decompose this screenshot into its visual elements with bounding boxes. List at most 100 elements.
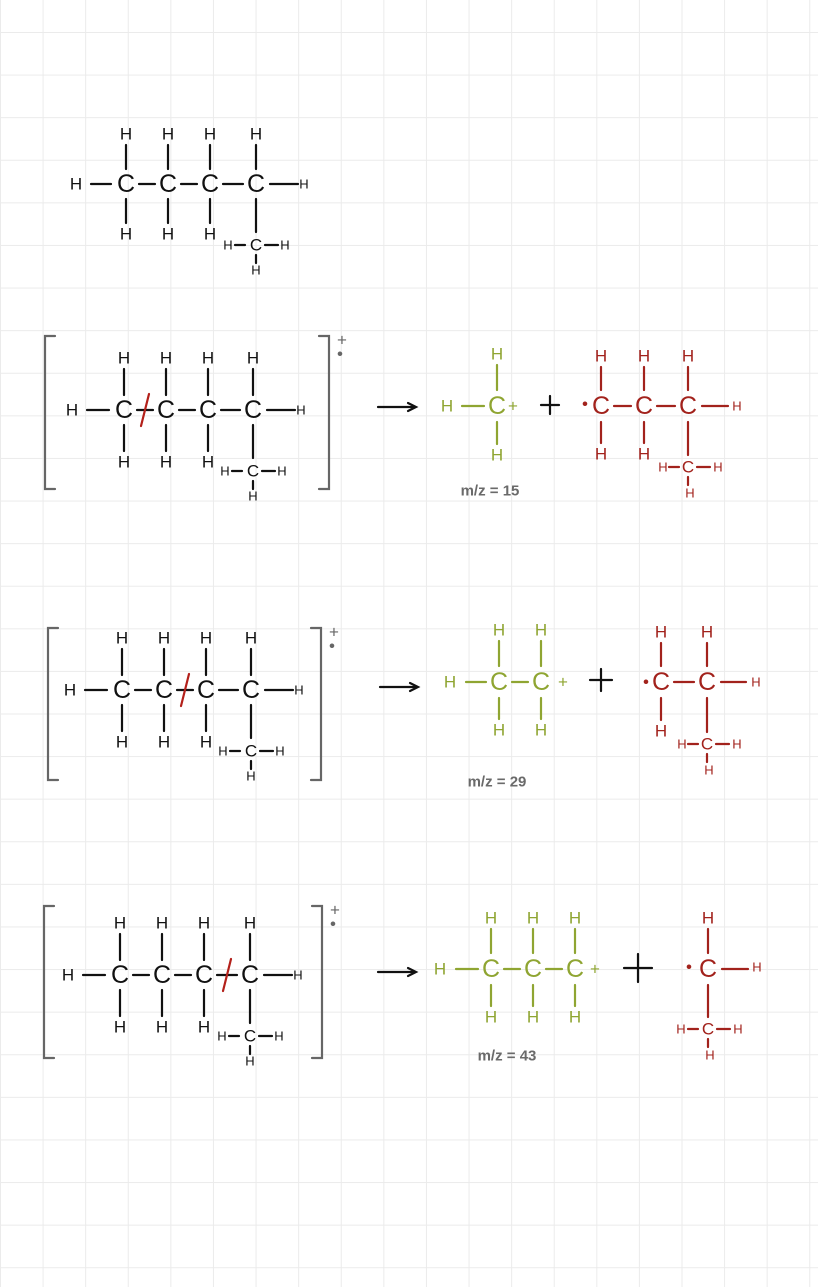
hydrogen-atom: H [299, 177, 308, 192]
hydrogen-atom: H [198, 914, 210, 933]
hydrogen-atom: H [251, 263, 260, 278]
carbon-atom: C [699, 955, 717, 983]
hydrogen-atom: H [527, 909, 539, 928]
arrow-head [408, 681, 421, 693]
carbon-atom: C [244, 396, 262, 424]
hydrogen-atom: H [702, 909, 714, 928]
carbon-atom: C [117, 170, 135, 198]
reaction-arrow [376, 401, 419, 413]
cation-charge: + [558, 673, 568, 692]
hydrogen-atom: H [685, 486, 694, 501]
hydrogen-atom: H [733, 1022, 742, 1037]
hydrogen-atom: H [120, 225, 132, 244]
hydrogen-atom: H [732, 399, 741, 414]
hydrogen-atom: H [296, 403, 305, 418]
radical-cation-dot: • [337, 345, 343, 364]
cleavage-mark [221, 957, 233, 993]
hydrogen-atom: H [245, 1054, 254, 1069]
hydrogen-atom: H [62, 966, 74, 985]
carbon-atom: C [682, 458, 694, 477]
plus-sign-3 [622, 952, 654, 984]
hydrogen-atom: H [676, 1022, 685, 1037]
left-bracket [43, 334, 57, 491]
hydrogen-atom: H [752, 960, 761, 975]
hydrogen-atom: H [118, 349, 130, 368]
carbon-atom: C [701, 735, 713, 754]
carbon-atom: C [635, 392, 653, 420]
arrow-head [406, 966, 419, 978]
mz-label-2: m/z = 29 [468, 774, 527, 791]
hydrogen-atom: H [116, 629, 128, 648]
hydrogen-atom: H [200, 629, 212, 648]
hydrogen-atom: H [204, 125, 216, 144]
hydrogen-atom: H [223, 238, 232, 253]
carbon-atom: C [652, 668, 670, 696]
hydrogen-atom: H [248, 489, 257, 504]
carbon-atom: C [488, 392, 506, 420]
hydrogen-atom: H [485, 909, 497, 928]
right-bracket [310, 904, 324, 1060]
hydrogen-atom: H [204, 225, 216, 244]
hydrogen-atom: H [595, 445, 607, 464]
carbon-atom: C [197, 676, 215, 704]
hydrogen-atom: H [158, 733, 170, 752]
hydrogen-atom: H [66, 401, 78, 420]
hydrogen-atom: H [200, 733, 212, 752]
cleavage-mark [139, 392, 151, 428]
hydrogen-atom: H [444, 673, 456, 692]
hydrogen-atom: H [569, 909, 581, 928]
hydrogen-atom: H [245, 629, 257, 648]
hydrogen-atom: H [250, 125, 262, 144]
hydrogen-atom: H [247, 349, 259, 368]
carbon-atom: C [159, 170, 177, 198]
hydrogen-atom: H [277, 464, 286, 479]
carbon-atom: C [592, 392, 610, 420]
hydrogen-atom: H [160, 349, 172, 368]
hydrogen-atom: H [116, 733, 128, 752]
mz-label-1: m/z = 15 [461, 483, 520, 500]
cleavage-mark [179, 672, 191, 708]
right-bracket [317, 334, 331, 491]
carbon-atom: C [157, 396, 175, 424]
hydrogen-atom: H [705, 1048, 714, 1063]
hydrogen-atom: H [160, 453, 172, 472]
radical-cation-charge: + [329, 623, 339, 642]
hydrogen-atom: H [244, 914, 256, 933]
radical-dot: • [582, 395, 588, 414]
hydrogen-atom: H [658, 460, 667, 475]
carbon-atom: C [702, 1020, 714, 1039]
cation-charge: + [590, 960, 600, 979]
hydrogen-atom: H [120, 125, 132, 144]
hydrogen-atom: H [64, 681, 76, 700]
mz-label-3: m/z = 43 [478, 1048, 537, 1065]
hydrogen-atom: H [569, 1008, 581, 1027]
hydrogen-atom: H [202, 453, 214, 472]
carbon-atom: C [247, 170, 265, 198]
hydrogen-atom: H [274, 1029, 283, 1044]
hydrogen-atom: H [162, 125, 174, 144]
radical-cation-charge: + [337, 331, 347, 350]
carbon-atom: C [201, 170, 219, 198]
carbon-atom: C [524, 955, 542, 983]
carbon-atom: C [153, 961, 171, 989]
hydrogen-atom: H [491, 446, 503, 465]
cation-charge: + [508, 397, 518, 416]
hydrogen-atom: H [202, 349, 214, 368]
hydrogen-atom: H [701, 623, 713, 642]
hydrogen-atom: H [118, 453, 130, 472]
hydrogen-atom: H [535, 621, 547, 640]
hydrogen-atom: H [655, 623, 667, 642]
plus-sign-1 [539, 394, 561, 416]
hydrogen-atom: H [441, 397, 453, 416]
hydrogen-atom: H [638, 445, 650, 464]
carbon-atom: C [247, 462, 259, 481]
radical-cation-dot: • [330, 915, 336, 934]
hydrogen-atom: H [713, 460, 722, 475]
